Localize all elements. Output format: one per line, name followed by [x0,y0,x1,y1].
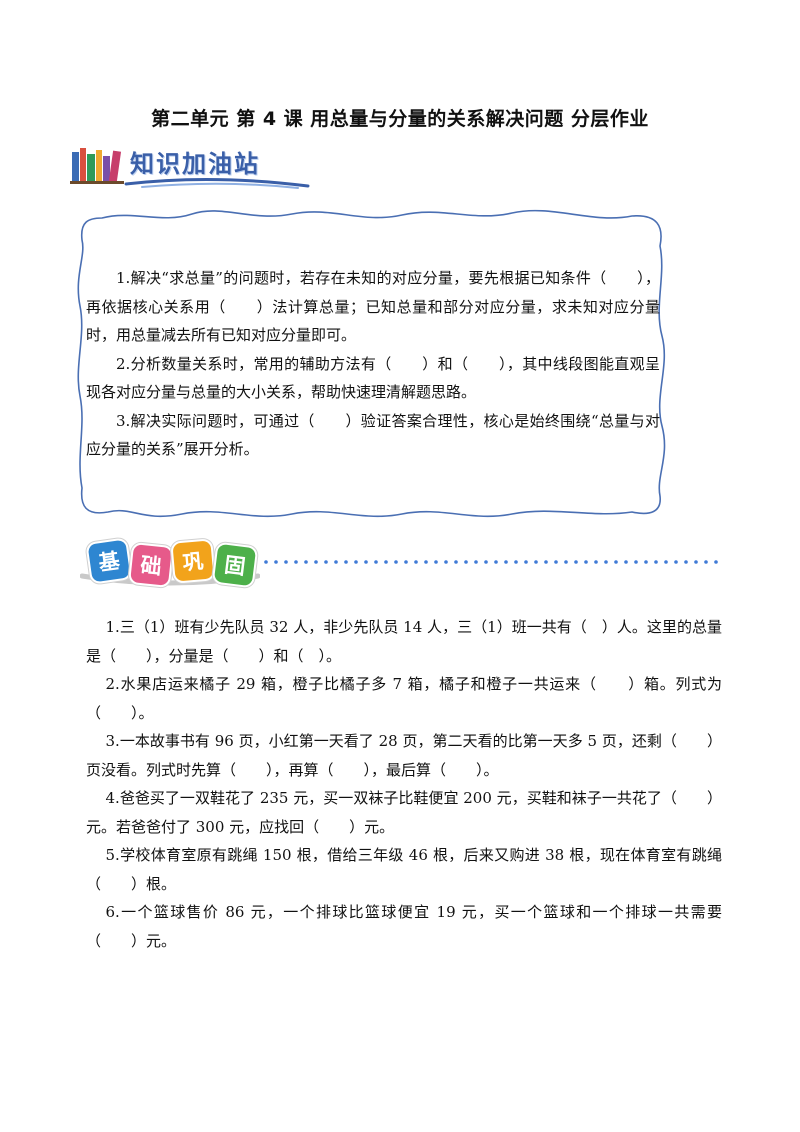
basic-section-header: 基 础 巩 固 [80,536,730,596]
knowledge-section-title: 知识加油站 [130,150,260,178]
exercise-item: 2.水果店运来橘子 29 箱，橙子比橘子多 7 箱，橘子和橙子一共运来（ ）箱。… [86,675,722,722]
knowledge-box: 1.解决“求总量”的问题时，若存在未知的对应分量，要先根据已知条件（ ），再依据… [72,206,672,522]
knowledge-item: 2.分析数量关系时，常用的辅助方法有（ ）和（ ），其中线段图能直观呈现各对应分… [86,354,660,402]
knowledge-section-header: 知识加油站 [70,142,310,190]
knowledge-item: 3.解决实际问题时，可通过（ ）验证答案合理性，核心是始终围绕“总量与对应分量的… [86,411,660,459]
badge-char: 固 [211,541,259,589]
dotted-divider [264,560,718,564]
exercise-item: 6.一个篮球售价 86 元，一个排球比篮球便宜 19 元，买一个篮球和一个排球一… [86,903,722,950]
exercise-item: 1.三（1）班有少先队员 32 人，非少先队员 14 人，三（1）班一共有（ ）… [86,618,722,665]
page-title: 第二单元 第 4 课 用总量与分量的关系解决问题 分层作业 [151,108,649,130]
badge-char: 巩 [170,538,216,584]
header-underline-swoosh [124,177,310,189]
exercise-item: 5.学校体育室原有跳绳 150 根，借给三年级 46 根，后来又购进 38 根，… [86,846,722,893]
exercise-item: 4.爸爸买了一双鞋花了 235 元，买一双袜子比鞋便宜 200 元，买鞋和袜子一… [86,789,722,836]
knowledge-text: 1.解决“求总量”的问题时，若存在未知的对应分量，要先根据已知条件（ ），再依据… [86,264,660,464]
badge-char: 基 [85,537,133,585]
exercise-item: 3.一本故事书有 96 页，小红第一天看了 28 页，第二天看的比第一天多 5 … [86,732,722,779]
badge-char: 础 [127,541,175,589]
wavy-frame [77,209,666,518]
books-icon [70,148,124,184]
knowledge-item: 1.解决“求总量”的问题时，若存在未知的对应分量，要先根据已知条件（ ），再依据… [86,269,660,344]
exercise-list: 1.三（1）班有少先队员 32 人，非少先队员 14 人，三（1）班一共有（ ）… [86,613,722,955]
